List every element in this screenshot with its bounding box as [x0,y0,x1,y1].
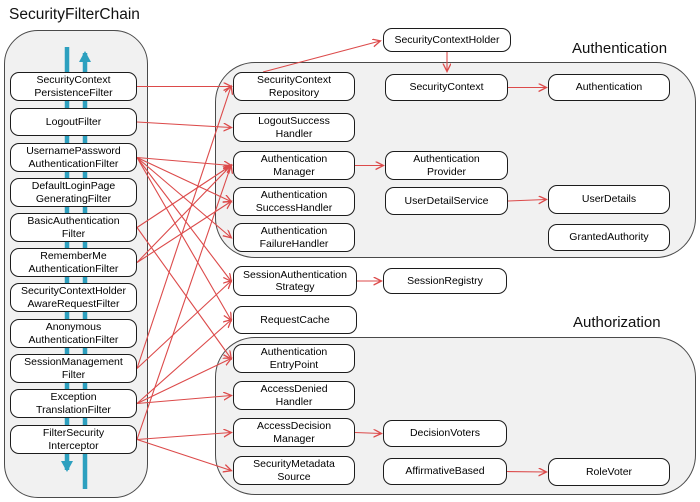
authorization-group-container [215,337,696,495]
arrow-smf-to-sas [136,281,231,369]
node-sreg: SessionRegistry [383,268,507,294]
node-sch: SecurityContextHolder [383,28,511,52]
node-label: RequestCache [260,313,330,326]
node-label: SecurityContextHolder [394,33,500,46]
security-filter-chain-container [4,30,148,498]
node-label: Strategy [275,281,315,293]
node-label: SessionAuthentication [243,268,347,281]
node-label: SessionRegistry [407,274,483,287]
filter-chain-title: SecurityFilterChain [9,6,140,23]
node-rcache: RequestCache [233,306,357,334]
authentication-group-container [215,62,696,258]
authentication-group-label: Authentication [572,40,668,57]
authorization-group-label: Authorization [573,314,661,331]
arrow-baf-to-aep [136,227,231,359]
